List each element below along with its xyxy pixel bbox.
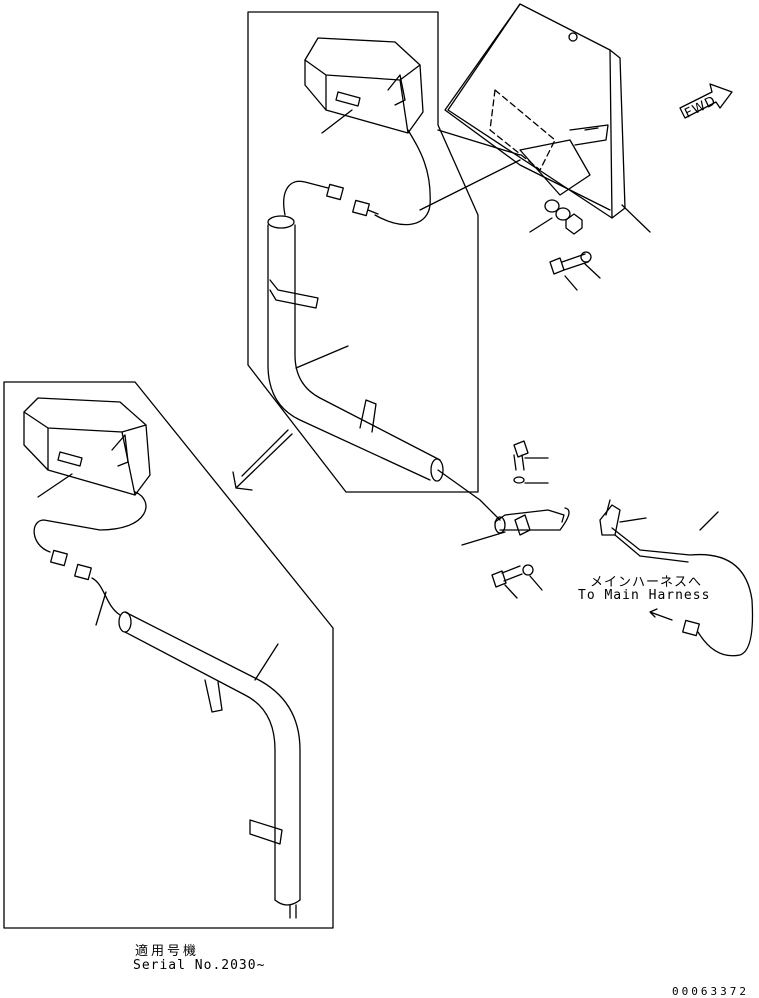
serial-note: Serial No.2030~ — [133, 958, 266, 973]
lower-lamp-stay — [118, 611, 301, 919]
leader-stay-lower — [254, 643, 279, 681]
lower-lamp-cable — [33, 491, 147, 553]
harness-connector — [682, 619, 700, 637]
leader-harness — [699, 511, 719, 531]
leader-cable-lower — [95, 591, 107, 626]
lower-connector-b — [74, 563, 92, 581]
upper-pigtail — [283, 180, 329, 216]
detail-arrow-icon — [232, 429, 293, 491]
applicable-jp: 適用号機 — [135, 944, 200, 959]
lower-bolt-a — [491, 565, 523, 588]
upper-connector-a — [326, 183, 344, 201]
leader-washers — [529, 217, 553, 233]
harness-cable — [611, 527, 754, 657]
mount-bracket — [444, 3, 626, 219]
leader-bracket — [621, 204, 651, 233]
harness-note-jp: メインハーネスへ — [590, 575, 703, 590]
harness-arrow-icon — [649, 608, 673, 621]
leader-lamp-lower — [37, 473, 73, 498]
lower-detail-frame — [3, 381, 334, 929]
washer-b — [555, 207, 571, 221]
leader-clamp-left — [461, 531, 506, 546]
clamp-right — [599, 499, 621, 536]
upper-bolt-washer — [580, 251, 592, 263]
upper-connector-b — [352, 199, 370, 217]
harness-note-en: To Main Harness — [578, 588, 711, 603]
leader-stay-upper — [295, 345, 349, 369]
upper-lamp-stay — [267, 215, 444, 482]
drawing-number: 00063372 — [672, 985, 749, 998]
nut — [565, 213, 583, 235]
upper-detail-frame — [247, 11, 479, 493]
upper-bolt — [549, 253, 589, 275]
leader-lamp-upper — [321, 109, 353, 134]
lower-connector-a — [50, 549, 68, 567]
upper-work-lamp — [304, 37, 424, 134]
cable-run — [437, 469, 501, 521]
washer-a — [544, 199, 560, 213]
clamp-left — [494, 509, 565, 536]
upper-lamp-cable — [374, 129, 431, 226]
mid-bolt — [513, 440, 529, 471]
lower-work-lamp — [23, 397, 151, 496]
fwd-arrow-icon — [679, 83, 733, 119]
leader-clamp-right — [619, 517, 647, 523]
